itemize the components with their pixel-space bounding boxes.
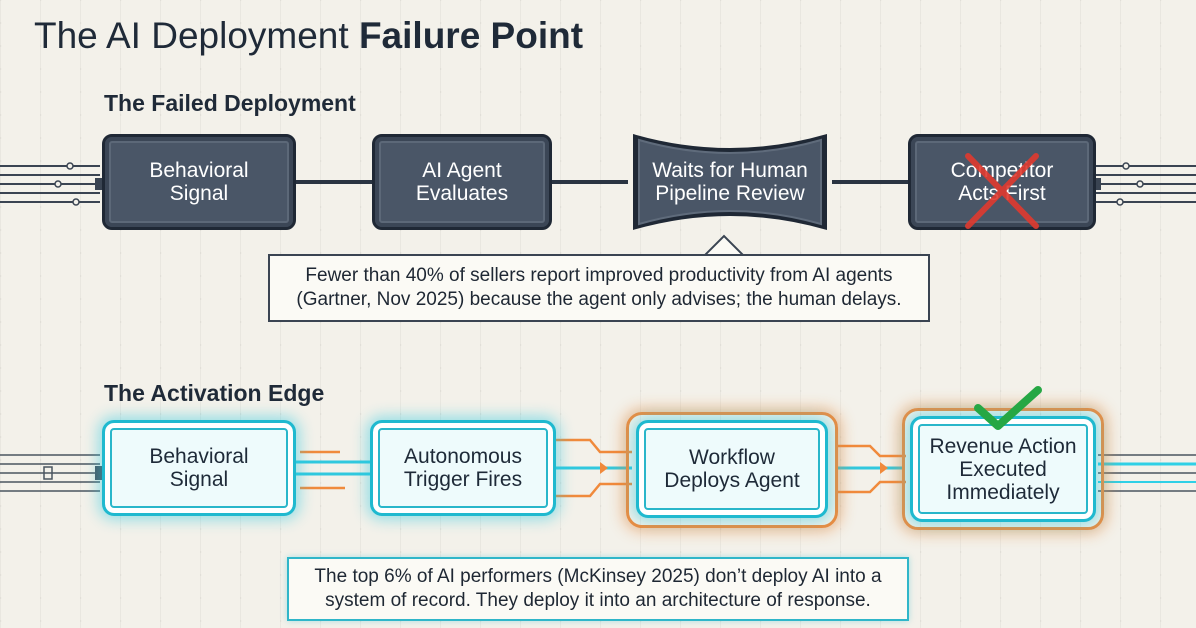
callout-pointer bbox=[704, 234, 744, 256]
failed-node-waits-for-human: Waits for Human Pipeline Review bbox=[625, 130, 835, 234]
failed-node-ai-agent-evaluates: AI Agent Evaluates bbox=[372, 134, 552, 230]
workflow-glow-frame bbox=[626, 412, 838, 528]
checkmark-icon bbox=[974, 386, 1042, 430]
activation-node-behavioral-signal: Behavioral Signal bbox=[102, 420, 296, 516]
revenue-glow-frame bbox=[902, 408, 1104, 530]
page-title: The AI Deployment Failure Point bbox=[34, 14, 583, 58]
activation-edge-note: The top 6% of AI performers (McKinsey 20… bbox=[287, 557, 909, 621]
failed-deployment-note: Fewer than 40% of sellers report improve… bbox=[268, 254, 930, 322]
activation-node-autonomous-trigger: Autonomous Trigger Fires bbox=[370, 420, 556, 516]
failed-node-competitor-acts-first: Competitor Acts First bbox=[908, 134, 1096, 230]
title-normal-text: The AI Deployment bbox=[34, 15, 359, 56]
hourglass-shape bbox=[633, 134, 827, 230]
title-bold-text: Failure Point bbox=[358, 15, 584, 56]
failed-node-behavioral-signal: Behavioral Signal bbox=[102, 134, 296, 230]
cross-icon bbox=[965, 153, 1039, 229]
activation-node-workflow-deploys: Workflow Deploys Agent bbox=[636, 420, 828, 518]
waits-for-human-label: Waits for Human Pipeline Review bbox=[652, 159, 808, 205]
failed-deployment-heading: The Failed Deployment bbox=[104, 90, 356, 116]
activation-edge-heading: The Activation Edge bbox=[104, 380, 325, 406]
